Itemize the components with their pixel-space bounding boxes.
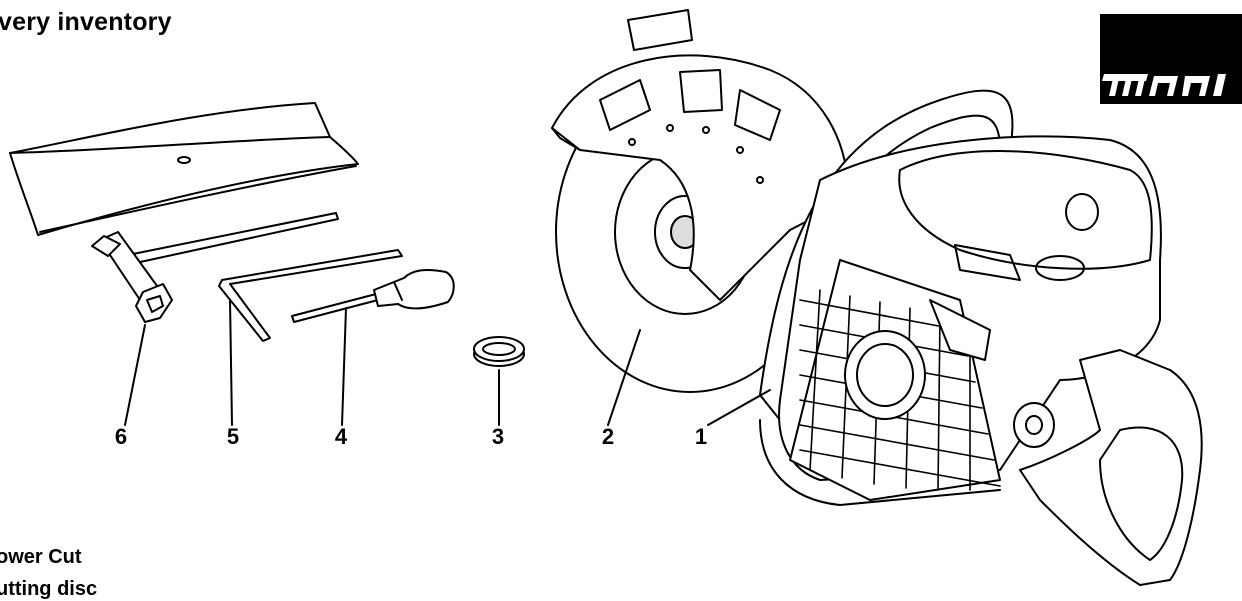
callout-3: 3 xyxy=(491,424,505,449)
callout-4: 4 xyxy=(334,424,348,449)
screwdriver xyxy=(291,269,455,426)
callout-6: 6 xyxy=(114,424,128,449)
callout-2: 2 xyxy=(601,424,615,449)
spacer-ring xyxy=(473,336,525,426)
makita-logo xyxy=(1100,14,1242,104)
hex-key xyxy=(218,249,403,426)
power-cutter xyxy=(707,89,1203,586)
tool-pouch xyxy=(9,102,359,236)
parts-list-item-power-cut: ower Cut xyxy=(0,546,82,568)
blade-guard xyxy=(551,9,850,301)
callout-5: 5 xyxy=(226,424,240,449)
callout-1: 1 xyxy=(694,424,708,449)
section-heading: very inventory xyxy=(0,8,172,36)
combination-spanner xyxy=(91,212,339,426)
